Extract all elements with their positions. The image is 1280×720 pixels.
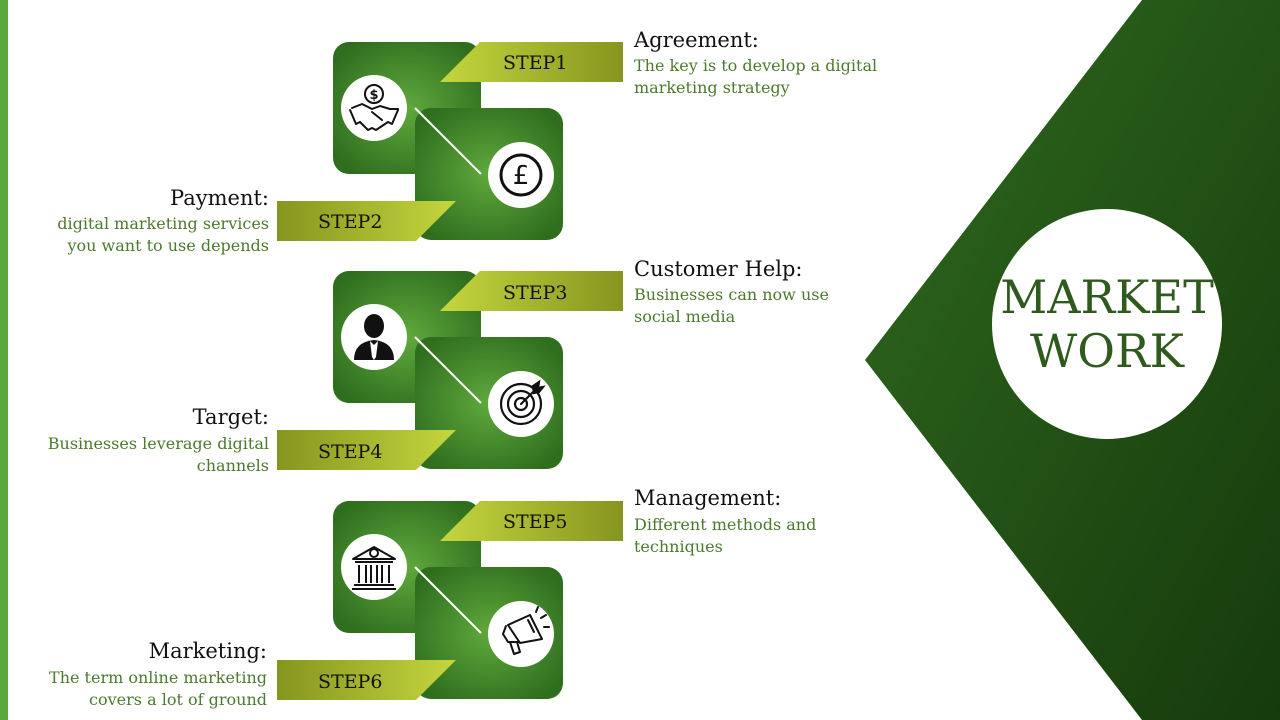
center-title-line2: WORK	[1030, 324, 1184, 378]
businessman-icon	[354, 314, 394, 360]
step-desc-3: Businesses can now use social media	[634, 284, 914, 328]
svg-text:£: £	[513, 161, 530, 191]
step-title-5: Management:	[634, 486, 782, 510]
step-label-3: STEP3	[503, 282, 568, 304]
step-desc-4-line1: Businesses leverage digital	[47, 434, 269, 453]
step-desc-5-line2: techniques	[634, 537, 723, 556]
step-desc-3-line2: social media	[634, 307, 736, 326]
step-desc-5-line1: Different methods and	[634, 515, 817, 534]
step-desc-2: digital marketing services you want to u…	[20, 213, 269, 257]
svg-text:$: $	[369, 88, 378, 103]
icon-circle-bottom	[488, 142, 554, 208]
step-title-1: Agreement:	[634, 28, 759, 52]
step-desc-2-line2: you want to use depends	[67, 236, 269, 255]
step-desc-3-line1: Businesses can now use	[634, 285, 829, 304]
step-title-3: Customer Help:	[634, 257, 803, 281]
step-label-1: STEP1	[503, 52, 568, 74]
step-label-4: STEP4	[318, 441, 383, 463]
step-tab-right	[440, 271, 623, 311]
step-desc-4-line2: channels	[196, 456, 269, 475]
step-tab-right	[440, 501, 623, 541]
icon-circle-top	[341, 534, 407, 600]
step-tab-left	[277, 430, 456, 470]
step-desc-6-line2: covers a lot of ground	[89, 690, 267, 709]
step-desc-4: Businesses leverage digital channels	[20, 433, 269, 477]
icon-circle-bottom	[488, 601, 554, 667]
market-work-title: MARKET WORK	[993, 208, 1221, 440]
step-label-2: STEP2	[318, 211, 383, 233]
step-desc-6: The term online marketing covers a lot o…	[20, 667, 267, 711]
step-tab-right	[440, 42, 623, 82]
step-desc-6-line1: The term online marketing	[49, 668, 267, 687]
step-tab-left	[277, 660, 456, 700]
step-label-6: STEP6	[318, 671, 383, 693]
step-desc-2-line1: digital marketing services	[57, 214, 269, 233]
step-desc-1: The key is to develop a digital marketin…	[634, 55, 914, 99]
left-accent-bar	[0, 0, 8, 720]
step-tab-left	[277, 201, 456, 241]
step-desc-1-line2: marketing strategy	[634, 78, 790, 97]
bank-icon	[352, 546, 396, 590]
step-title-2: Payment:	[170, 186, 269, 210]
step-label-5: STEP5	[503, 511, 568, 533]
megaphone-icon	[502, 606, 550, 655]
step-title-6: Marketing:	[148, 639, 267, 663]
handshake-dollar-icon: $	[349, 84, 399, 131]
center-title-line1: MARKET	[1000, 270, 1214, 324]
center-circle	[992, 209, 1222, 439]
step-desc-5: Different methods and techniques	[634, 514, 914, 558]
target-icon	[499, 379, 546, 426]
step-desc-1-line1: The key is to develop a digital	[634, 56, 878, 75]
pound-coin-icon: £	[499, 153, 543, 197]
step-title-4: Target:	[192, 405, 269, 429]
